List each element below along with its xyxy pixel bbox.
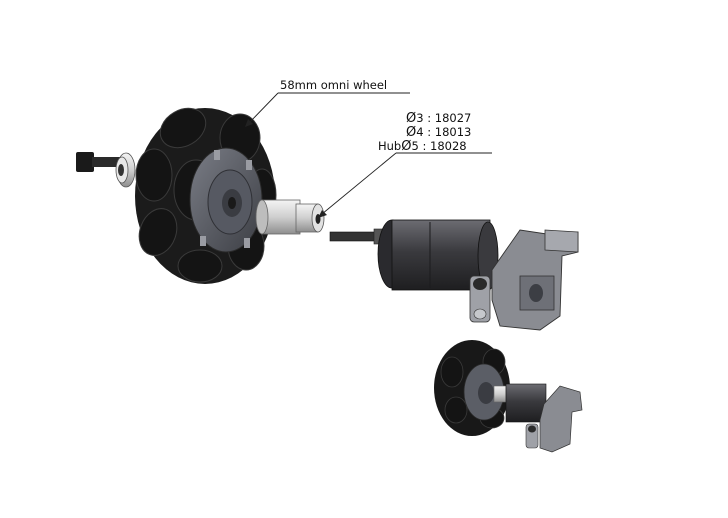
hub-size: 4 xyxy=(416,125,424,139)
motor-bracket xyxy=(469,229,579,331)
omni-wheel-large xyxy=(135,107,277,284)
hub-callout-row-3: HubØ5 : 18028 xyxy=(378,139,467,154)
diameter-symbol: Ø xyxy=(406,111,417,126)
shaft-hub xyxy=(255,199,325,235)
hub-prefix: Hub xyxy=(378,139,402,153)
hub-size: 5 xyxy=(411,139,419,153)
bolt xyxy=(76,152,122,172)
hub-size: 3 xyxy=(416,111,424,125)
diameter-symbol: Ø xyxy=(401,139,412,154)
spacer-washer xyxy=(115,152,136,188)
hub-callout-row-2: Ø4 : 18013 xyxy=(406,125,472,140)
assembled-preview xyxy=(434,340,583,453)
hub-part-number: 18028 xyxy=(430,139,467,153)
leader-lines xyxy=(245,92,492,218)
hub-part-number: 18013 xyxy=(434,125,472,139)
diameter-symbol: Ø xyxy=(406,125,417,140)
hub-part-number: 18027 xyxy=(434,111,472,125)
hub-callout-row-1: Ø3 : 18027 xyxy=(406,111,472,126)
wheel-callout-label: 58mm omni wheel xyxy=(280,78,388,92)
